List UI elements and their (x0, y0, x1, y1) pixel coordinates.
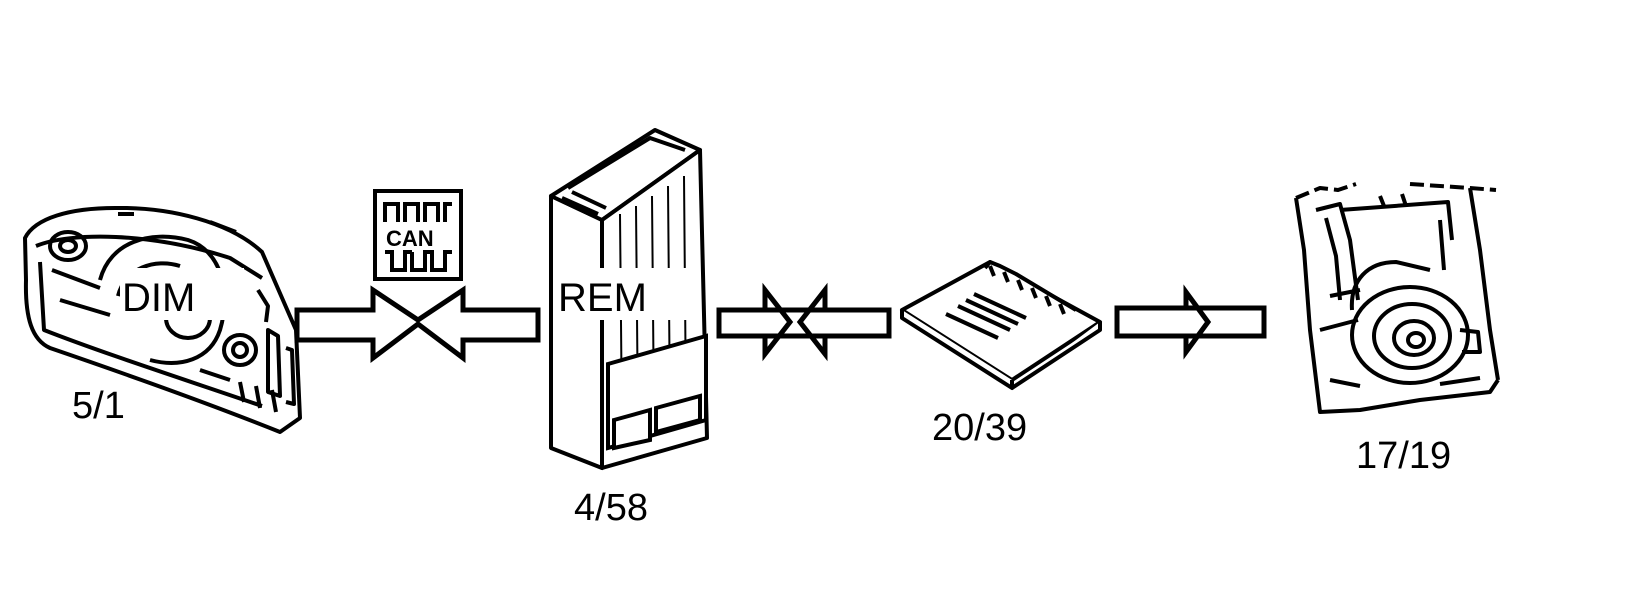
can-bus-icon (373, 189, 463, 281)
dim-code: 5/1 (72, 385, 125, 427)
lamp-bulb-icon (1294, 182, 1500, 414)
lamp-code: 17/19 (1356, 435, 1451, 477)
rem-code: 4/58 (574, 487, 648, 529)
rem-relay-arrow (716, 282, 892, 362)
dim-rem-can-arrow (294, 285, 541, 364)
dim-label: DIM (122, 276, 195, 320)
can-badge-text: CAN (386, 226, 434, 251)
relay-icon (900, 260, 1102, 390)
relay-lamp-arrow (1114, 284, 1267, 360)
rem-label: REM (558, 276, 647, 320)
relay-code: 20/39 (932, 407, 1027, 449)
